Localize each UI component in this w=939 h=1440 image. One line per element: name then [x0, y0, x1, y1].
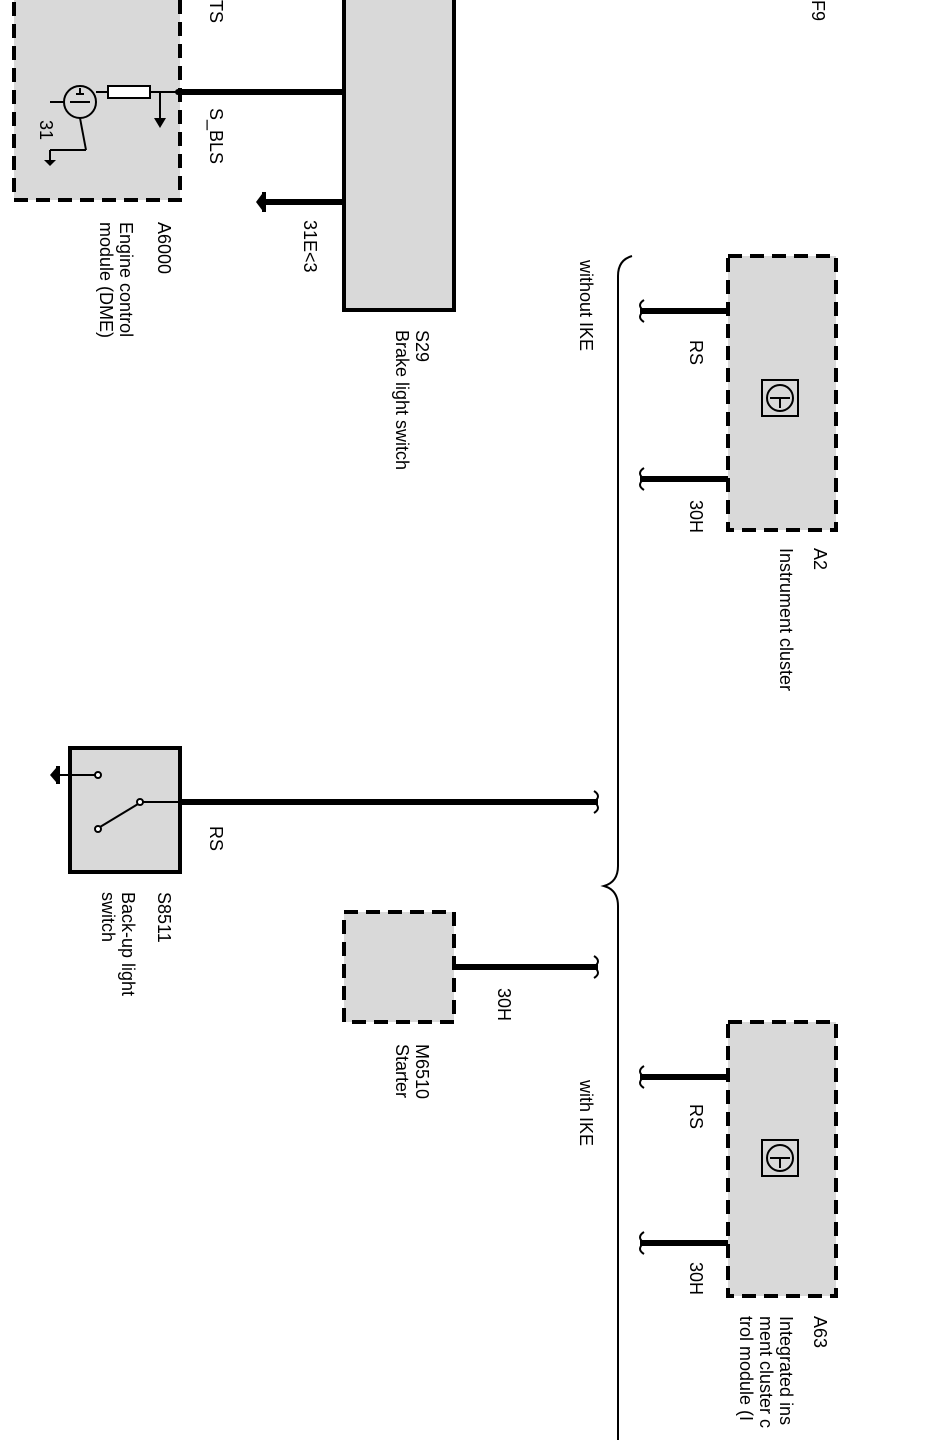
- a63-name-line2: ment cluster c: [756, 1316, 776, 1428]
- s8511-switch: [68, 746, 182, 874]
- m6510-name: Starter: [392, 1044, 412, 1098]
- m6510-starter: [342, 910, 456, 1024]
- transistor-icon: [44, 85, 97, 166]
- connector-icon: [592, 955, 599, 979]
- s29-switch: [342, 0, 456, 312]
- brace-icon: [600, 255, 633, 1440]
- connector-icon: [639, 1231, 646, 1255]
- a6000-name-line1: Engine control: [116, 222, 136, 337]
- a63-rs-label: RS: [686, 1104, 706, 1129]
- s29-id: S29: [412, 330, 432, 362]
- s8511-id: S8511: [154, 892, 174, 943]
- connector-icon: [639, 299, 646, 323]
- m6510-30h-label: 30H: [494, 988, 514, 1021]
- a63-30h-label: 30H: [686, 1262, 706, 1295]
- transistor-31-label: 31: [36, 120, 56, 140]
- a63-name-line3: trol module (I: [736, 1316, 756, 1421]
- resistor-icon: [96, 85, 181, 128]
- a2-id: A2: [810, 548, 830, 570]
- gauge-icon: [761, 1139, 799, 1177]
- a2-name: Instrument cluster: [776, 548, 796, 691]
- s8511-name-line2: switch: [98, 892, 118, 942]
- f9-label: F9: [808, 0, 828, 21]
- ground-31e3-label: 31E<3: [300, 220, 320, 273]
- a2-module: [726, 254, 838, 532]
- connector-icon: [639, 1065, 646, 1089]
- s8511-rs-label: RS: [206, 826, 226, 851]
- a6000-id: A6000: [154, 222, 174, 274]
- a2-30h-label: 30H: [686, 500, 706, 533]
- a63-name-line1: Integrated ins: [776, 1316, 796, 1425]
- a6000-module: 31: [12, 0, 182, 202]
- a2-rs-label: RS: [686, 340, 706, 365]
- ground-icon: [256, 192, 266, 212]
- with-ike-label: with IKE: [576, 1079, 596, 1146]
- s8511-name-line1: Back-up light: [118, 892, 138, 996]
- m6510-id: M6510: [412, 1044, 432, 1099]
- connector-icon: [639, 467, 646, 491]
- switch-icon: [60, 771, 180, 833]
- a63-id: A63: [810, 1316, 830, 1348]
- a6000-name-line2: module (DME): [96, 222, 116, 338]
- gauge-icon: [761, 379, 799, 417]
- ts-label: TS: [206, 0, 226, 23]
- s-bls-label: S_BLS: [205, 108, 226, 164]
- s29-name: Brake light switch: [392, 330, 412, 470]
- connector-icon: [592, 790, 599, 814]
- without-ike-label: without IKE: [576, 259, 596, 351]
- ground-icon: [50, 766, 60, 784]
